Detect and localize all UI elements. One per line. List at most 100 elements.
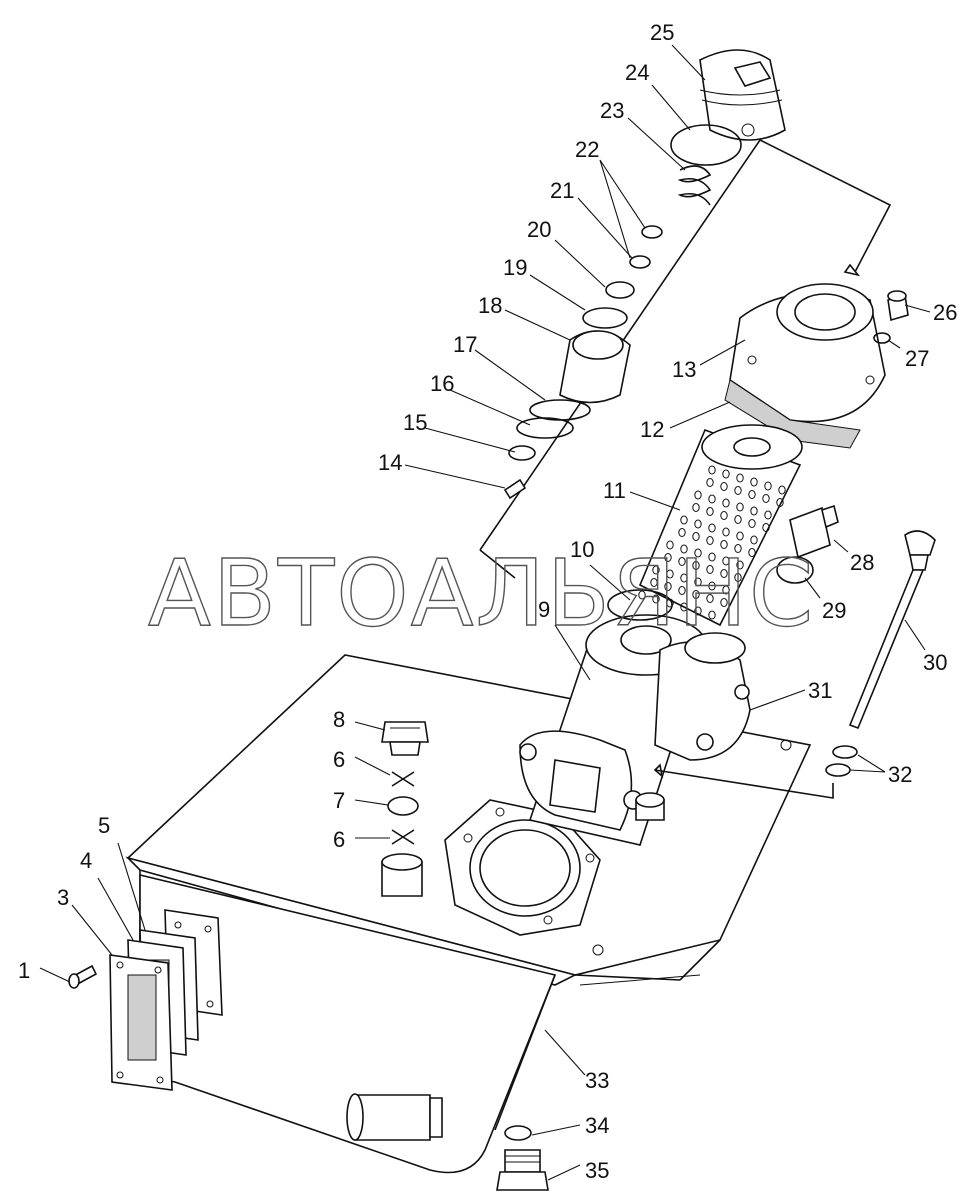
perforation-hole — [666, 569, 674, 579]
callout-31: 31 — [808, 678, 832, 703]
perforation-hole — [706, 565, 714, 574]
leader-lines — [39, 44, 931, 1181]
perforation-hole — [708, 581, 716, 591]
tank-outlet-pipe — [346, 1093, 443, 1141]
bolt-26 — [887, 290, 909, 322]
callout-4: 4 — [80, 848, 92, 873]
washer-27 — [873, 332, 891, 344]
perforation-hole — [736, 560, 744, 570]
perforation-hole — [708, 523, 716, 533]
perforation-hole — [706, 594, 714, 603]
perforation-hole — [736, 531, 744, 541]
perforation-hole — [720, 598, 728, 607]
callout-25: 25 — [650, 20, 674, 45]
filler-flange — [444, 799, 601, 936]
filter-head-13 — [724, 283, 886, 449]
o-ring-19 — [582, 307, 628, 329]
pin-14 — [503, 478, 527, 500]
callout-28: 28 — [850, 550, 874, 575]
callout-1: 1 — [18, 958, 30, 983]
callout-33: 33 — [585, 1068, 609, 1093]
perforation-hole — [722, 556, 730, 566]
callout-3: 3 — [57, 885, 69, 910]
perforation-hole — [680, 515, 688, 525]
perforation-hole — [720, 511, 728, 520]
spring-clip-6-b — [391, 829, 415, 845]
perforation-hole — [708, 610, 716, 620]
o-ring-34 — [504, 1125, 532, 1141]
callout-13: 13 — [672, 357, 696, 382]
callout-7: 7 — [333, 788, 345, 813]
perforation-hole — [776, 498, 784, 507]
perforation-hole — [692, 532, 700, 541]
callout-6a: 6 — [333, 747, 345, 772]
callout-8: 8 — [333, 707, 345, 732]
washer-15 — [508, 445, 536, 461]
callout-17: 17 — [453, 332, 477, 357]
perforation-hole — [652, 594, 660, 604]
cover-plate-3 — [109, 954, 173, 1091]
perforation-hole — [692, 590, 700, 599]
perforation-hole — [748, 548, 756, 557]
perforation-hole — [694, 606, 702, 616]
bushing — [635, 792, 665, 821]
perforation-hole — [692, 503, 700, 512]
callout-10: 10 — [570, 537, 594, 562]
callout-21: 21 — [550, 178, 574, 203]
perforation-hole — [722, 498, 730, 508]
perforation-hole — [678, 586, 686, 595]
callout-12: 12 — [640, 417, 664, 442]
callout-18: 18 — [478, 293, 502, 318]
dipstick-30 — [848, 530, 936, 730]
perforation-hole — [734, 573, 742, 582]
perforation-hole — [678, 528, 686, 537]
perforation-hole — [706, 507, 714, 516]
perforation-hole — [720, 540, 728, 549]
perforation-hole — [678, 557, 686, 566]
perforation-hole — [722, 469, 730, 479]
drain-plug-35 — [496, 1149, 549, 1191]
fitting-28 — [789, 504, 839, 559]
callout-24: 24 — [625, 60, 649, 85]
perforation-hole — [748, 519, 756, 528]
perforation-hole — [708, 494, 716, 504]
perforation-hole — [664, 553, 672, 562]
perforation-hole — [652, 565, 660, 575]
perforation-hole — [708, 552, 716, 562]
perforation-hole — [764, 481, 772, 491]
plug-8 — [381, 721, 429, 756]
ring-10 — [607, 589, 673, 621]
callout-23: 23 — [600, 98, 624, 123]
o-rings-32 — [653, 745, 858, 799]
perforation-hole — [736, 502, 744, 512]
perforation-hole — [734, 486, 742, 495]
perforation-hole — [722, 527, 730, 537]
o-ring-17 — [529, 399, 591, 421]
watermark-text: АВТОАЛЬЯНС — [148, 540, 815, 647]
callout-11: 11 — [603, 478, 626, 503]
valve-seat-18 — [559, 330, 631, 404]
washer-22 — [629, 225, 663, 269]
o-ring-24 — [670, 124, 742, 166]
perforation-hole — [650, 578, 658, 587]
perforation-hole — [764, 510, 772, 520]
callout-29: 29 — [822, 598, 846, 623]
callout-19: 19 — [503, 255, 527, 280]
perforation-hole — [720, 569, 728, 578]
filter-element-11 — [638, 424, 803, 627]
callout-20: 20 — [527, 217, 551, 242]
callout-16: 16 — [430, 371, 454, 396]
callout-32: 32 — [888, 762, 912, 787]
perforation-hole — [750, 506, 758, 516]
perforation-hole — [694, 519, 702, 529]
cap-7 — [387, 796, 419, 816]
perforation-hole — [734, 515, 742, 524]
perforation-hole — [734, 544, 742, 553]
o-ring-16 — [516, 417, 574, 439]
perforation-hole — [694, 577, 702, 587]
callout-30: 30 — [923, 650, 947, 675]
callout-9: 9 — [538, 597, 550, 622]
perforation-hole — [762, 523, 770, 532]
callout-22: 22 — [575, 137, 599, 162]
valve-housing-31 — [654, 632, 751, 761]
